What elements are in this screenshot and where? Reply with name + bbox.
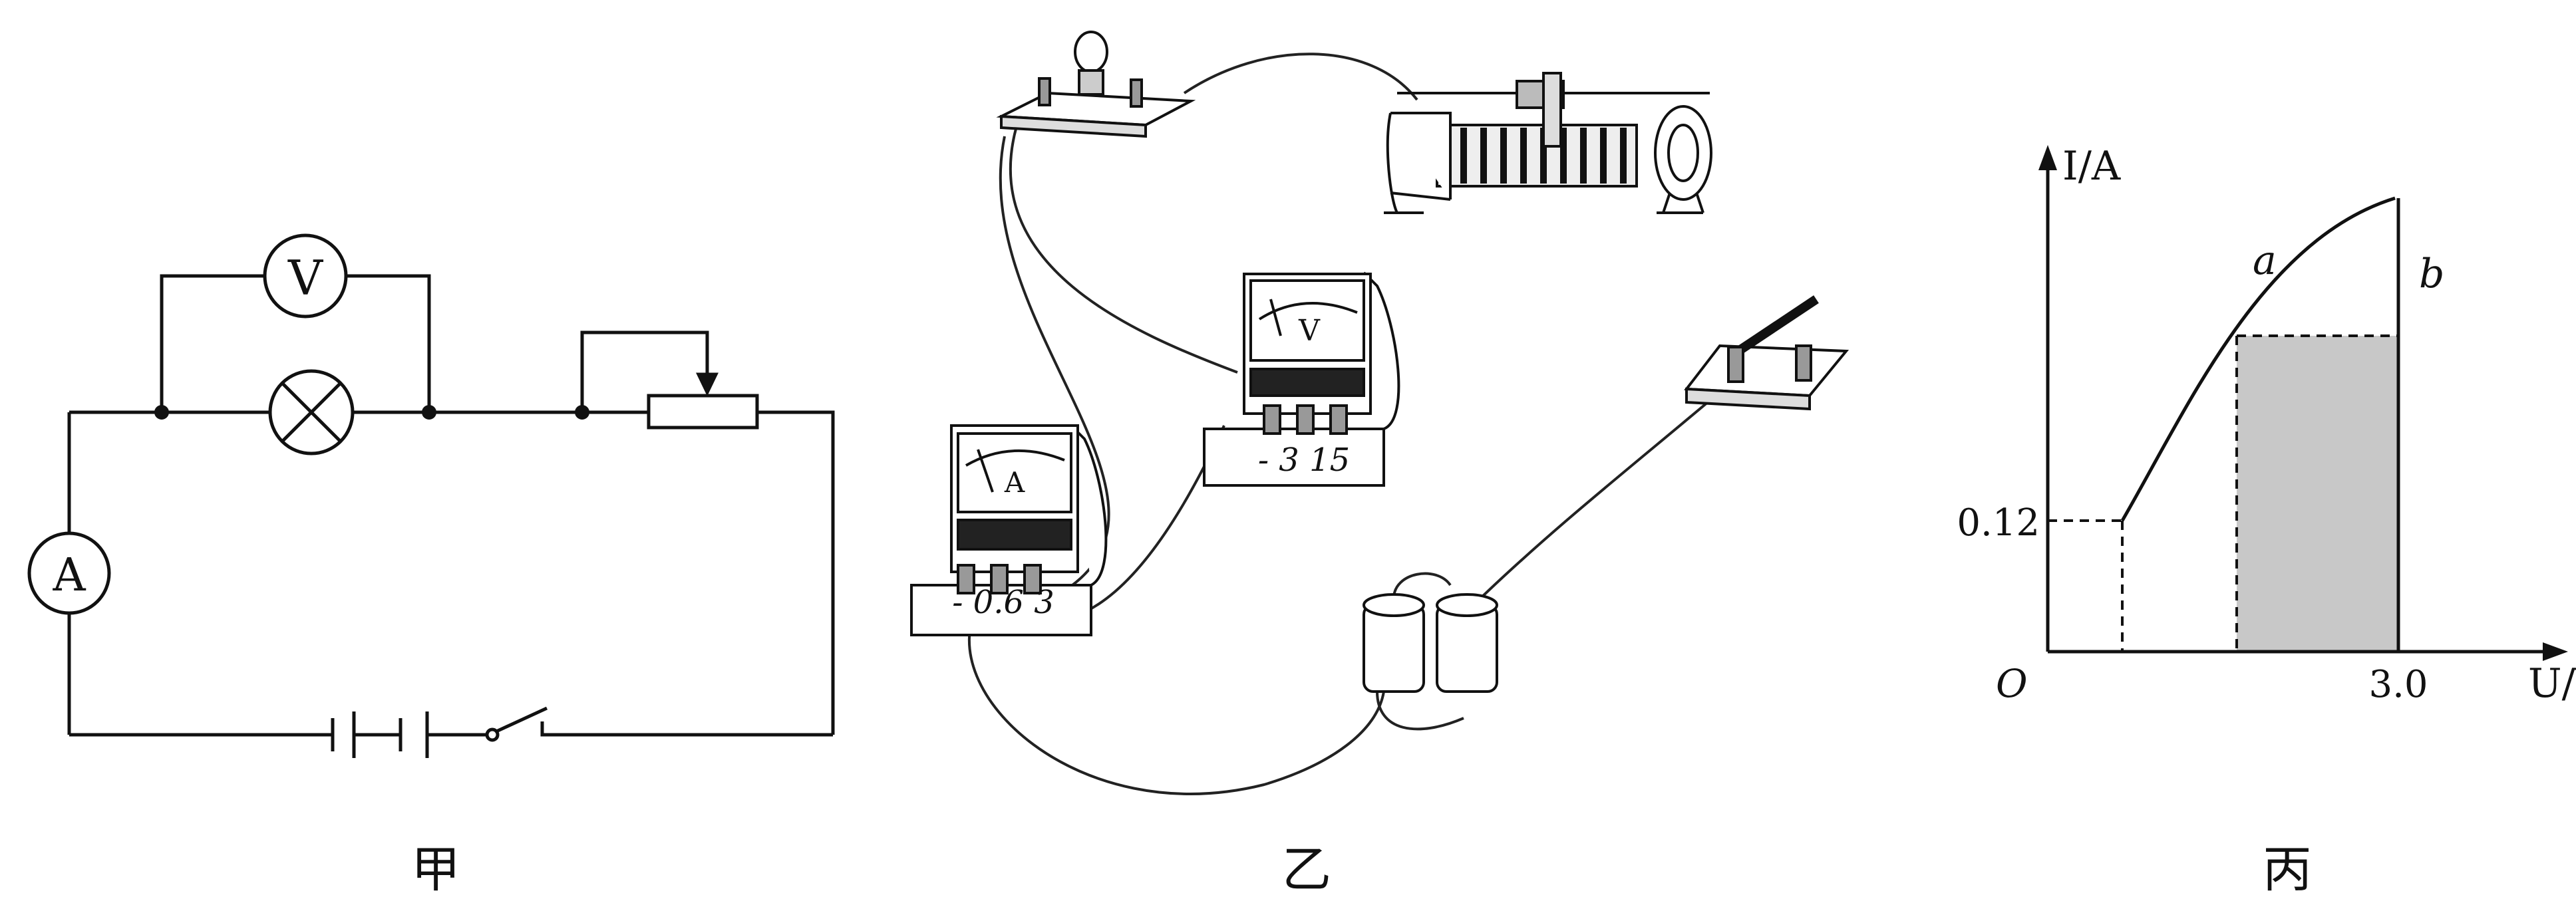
ammeter-device-terminals: - 0.6 3 <box>952 584 1054 621</box>
caption-middle: 乙 <box>1282 841 1331 898</box>
circuit-schematic <box>27 233 835 758</box>
voltmeter-device-terminals: - 3 15 <box>1258 442 1350 479</box>
guide-dashes <box>2048 519 2124 652</box>
ammeter-letter: A <box>52 549 86 602</box>
switch-device <box>1684 295 1850 411</box>
ammeter-device <box>910 424 1108 636</box>
wire-bottom <box>69 721 833 737</box>
wire-top <box>69 410 835 735</box>
series-a-curve <box>2120 196 2396 522</box>
ammeter-device-face: A <box>1004 466 1025 499</box>
x-tick-label: 3.0 <box>2368 663 2428 706</box>
voltmeter-letter: V <box>287 250 324 306</box>
ammeter-symbol <box>27 531 111 615</box>
voltmeter-device <box>1203 271 1400 487</box>
voltmeter-branch <box>160 274 431 412</box>
series-a-label: a <box>2253 237 2277 284</box>
iu-graph: O 0.12 3.0 I/A U/V a b <box>1957 143 2576 707</box>
y-axis-arrow <box>2038 145 2057 170</box>
shaded-region <box>2237 336 2398 652</box>
rheostat <box>647 394 759 430</box>
y-axis-label: I/A <box>2062 143 2121 190</box>
switch-blade <box>495 706 548 733</box>
apparatus-wires <box>968 53 1744 795</box>
voltmeter-symbol <box>263 233 348 319</box>
rheostat-device <box>1384 72 1712 214</box>
rheostat-arrow <box>696 372 719 396</box>
lamp-board <box>996 31 1196 138</box>
junction-dots <box>154 405 589 420</box>
origin-label: O <box>1996 661 2028 706</box>
battery-cells <box>331 711 429 758</box>
y-tick-label: 0.12 <box>1957 501 2040 545</box>
battery-cells-device <box>1363 593 1498 693</box>
series-b-label: b <box>2419 251 2444 297</box>
lamp-cross <box>281 382 342 443</box>
x-axis-label: U/V <box>2528 660 2576 707</box>
rheostat-slider-wire <box>580 330 709 412</box>
x-axis-arrow <box>2543 642 2568 661</box>
switch-pivot <box>485 727 500 742</box>
shaded-region-border <box>2235 334 2398 652</box>
caption-right: 丙 <box>2263 841 2312 898</box>
voltmeter-device-face: V <box>1298 314 1321 348</box>
caption-left: 甲 <box>411 841 460 898</box>
